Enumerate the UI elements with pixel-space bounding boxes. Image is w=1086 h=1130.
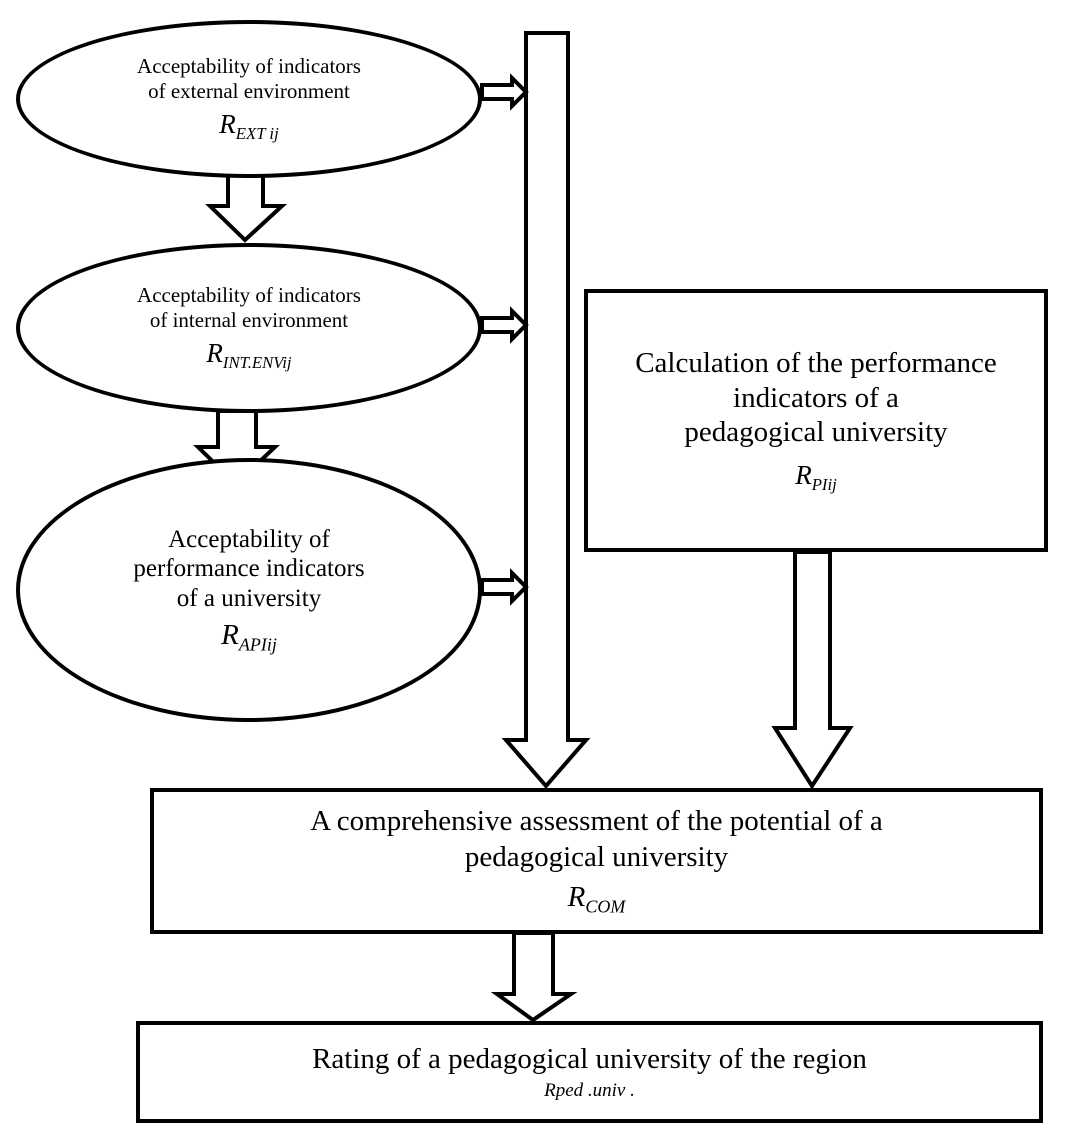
node-internal-symbol: RINT.ENVij (206, 338, 292, 373)
node-internal-line-2: of internal environment (149, 307, 349, 332)
node-external-line-1: Acceptability of indicators (137, 53, 361, 78)
arrow-internal-to-collector (480, 306, 529, 344)
node-performance-calculation: Calculation of the performance indicator… (584, 289, 1048, 552)
arrow-external-to-collector (480, 73, 529, 111)
node-pi-line-3: pedagogical university (684, 416, 948, 449)
arrow-performance-to-collector (480, 568, 529, 606)
node-comprehensive-assessment: A comprehensive assessment of the potent… (150, 788, 1043, 934)
node-api-line-1: Acceptability of (168, 525, 330, 553)
arrow-collector-to-comprehensive (501, 31, 591, 790)
node-external-environment: Acceptability of indicators of external … (16, 20, 482, 178)
node-pi-line-2: indicators of a (733, 381, 899, 414)
node-rating: Rating of a pedagogical university of th… (136, 1021, 1043, 1123)
arrow-calculation-to-comprehensive (771, 550, 854, 790)
arrow-comprehensive-to-rating (490, 931, 578, 1023)
node-pi-symbol: RPIij (795, 460, 837, 495)
node-external-line-2: of external environment (148, 78, 350, 103)
node-api-line-2: performance indicators (133, 555, 365, 583)
arrow-external-to-internal (205, 173, 288, 243)
node-pi-line-1: Calculation of the performance (635, 346, 997, 379)
node-internal-environment: Acceptability of indicators of internal … (16, 243, 482, 413)
node-rating-line-1: Rating of a pedagogical university of th… (312, 1042, 867, 1075)
node-internal-line-1: Acceptability of indicators (137, 282, 361, 307)
node-rating-symbol: Rped .univ . (544, 1080, 635, 1102)
node-performance-acceptability: Acceptability of performance indicators … (16, 458, 482, 722)
node-com-line-1: A comprehensive assessment of the potent… (310, 805, 883, 838)
node-external-symbol: REXT ij (219, 109, 279, 144)
node-com-symbol: RCOM (567, 881, 626, 917)
node-com-line-2: pedagogical university (464, 840, 729, 873)
node-api-symbol: RAPIij (221, 619, 277, 655)
node-api-line-3: of a university (176, 584, 322, 612)
